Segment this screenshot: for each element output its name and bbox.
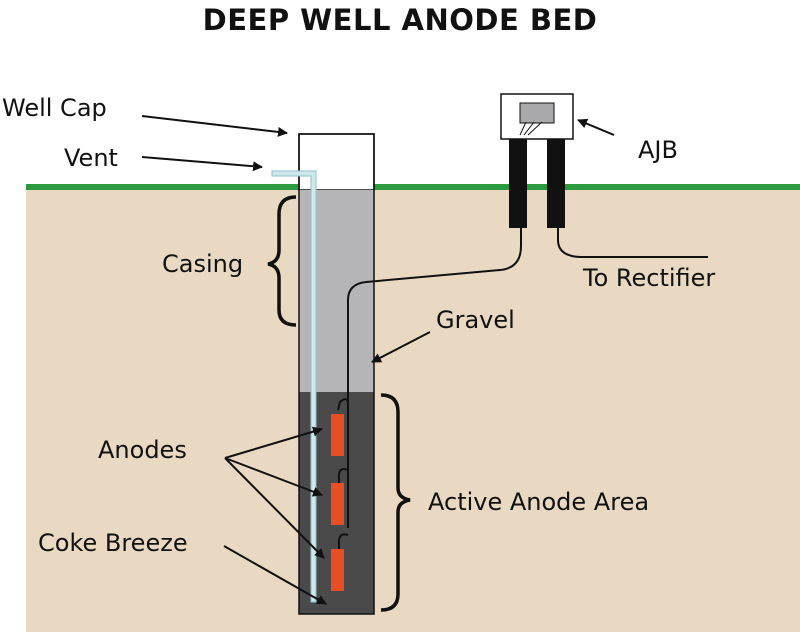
ajb-arrow bbox=[577, 118, 615, 136]
vent-pipe bbox=[271, 170, 317, 603]
anode-2 bbox=[331, 483, 344, 525]
ground-line bbox=[26, 184, 800, 190]
coke-breeze-label: Coke Breeze bbox=[38, 529, 188, 557]
anode-3 bbox=[331, 549, 344, 591]
anode-lead-cable bbox=[337, 398, 349, 528]
anode-lead-cable-main bbox=[347, 226, 522, 402]
casing-section bbox=[299, 190, 374, 392]
well-outline bbox=[298, 133, 375, 615]
casing-brace bbox=[267, 195, 297, 327]
well-cap-label: Well Cap bbox=[2, 94, 107, 122]
vent-label: Vent bbox=[64, 144, 118, 172]
gravel-label: Gravel bbox=[436, 306, 515, 334]
ajb-label: AJB bbox=[638, 136, 678, 164]
anode-connector-1 bbox=[337, 468, 349, 483]
rectifier-cable bbox=[557, 226, 708, 258]
gravel-arrow bbox=[371, 331, 431, 363]
ajb-conduit-right bbox=[547, 139, 565, 228]
ajb-conduit-left bbox=[509, 139, 527, 228]
casing-label: Casing bbox=[162, 250, 243, 278]
ajb-wires bbox=[519, 121, 543, 136]
anodes-arrow-3 bbox=[224, 457, 325, 559]
anodes-arrow-2 bbox=[224, 457, 323, 497]
well-cap bbox=[298, 133, 375, 191]
diagram-title: DEEP WELL ANODE BED bbox=[203, 3, 598, 37]
anode-connector-2 bbox=[337, 533, 349, 549]
anodes-label: Anodes bbox=[98, 436, 187, 464]
soil bbox=[26, 187, 800, 632]
coke-breeze-arrow bbox=[223, 545, 327, 605]
vent-arrow bbox=[141, 156, 263, 172]
anodes-arrow-1 bbox=[224, 426, 323, 459]
to-rectifier-label: To Rectifier bbox=[582, 264, 715, 292]
active-anode-area-label: Active Anode Area bbox=[428, 488, 649, 516]
ajb-terminal-block bbox=[519, 102, 555, 124]
anode-1 bbox=[331, 414, 344, 456]
active-anode-area-brace bbox=[380, 393, 411, 612]
well-cap-arrow bbox=[141, 115, 288, 137]
